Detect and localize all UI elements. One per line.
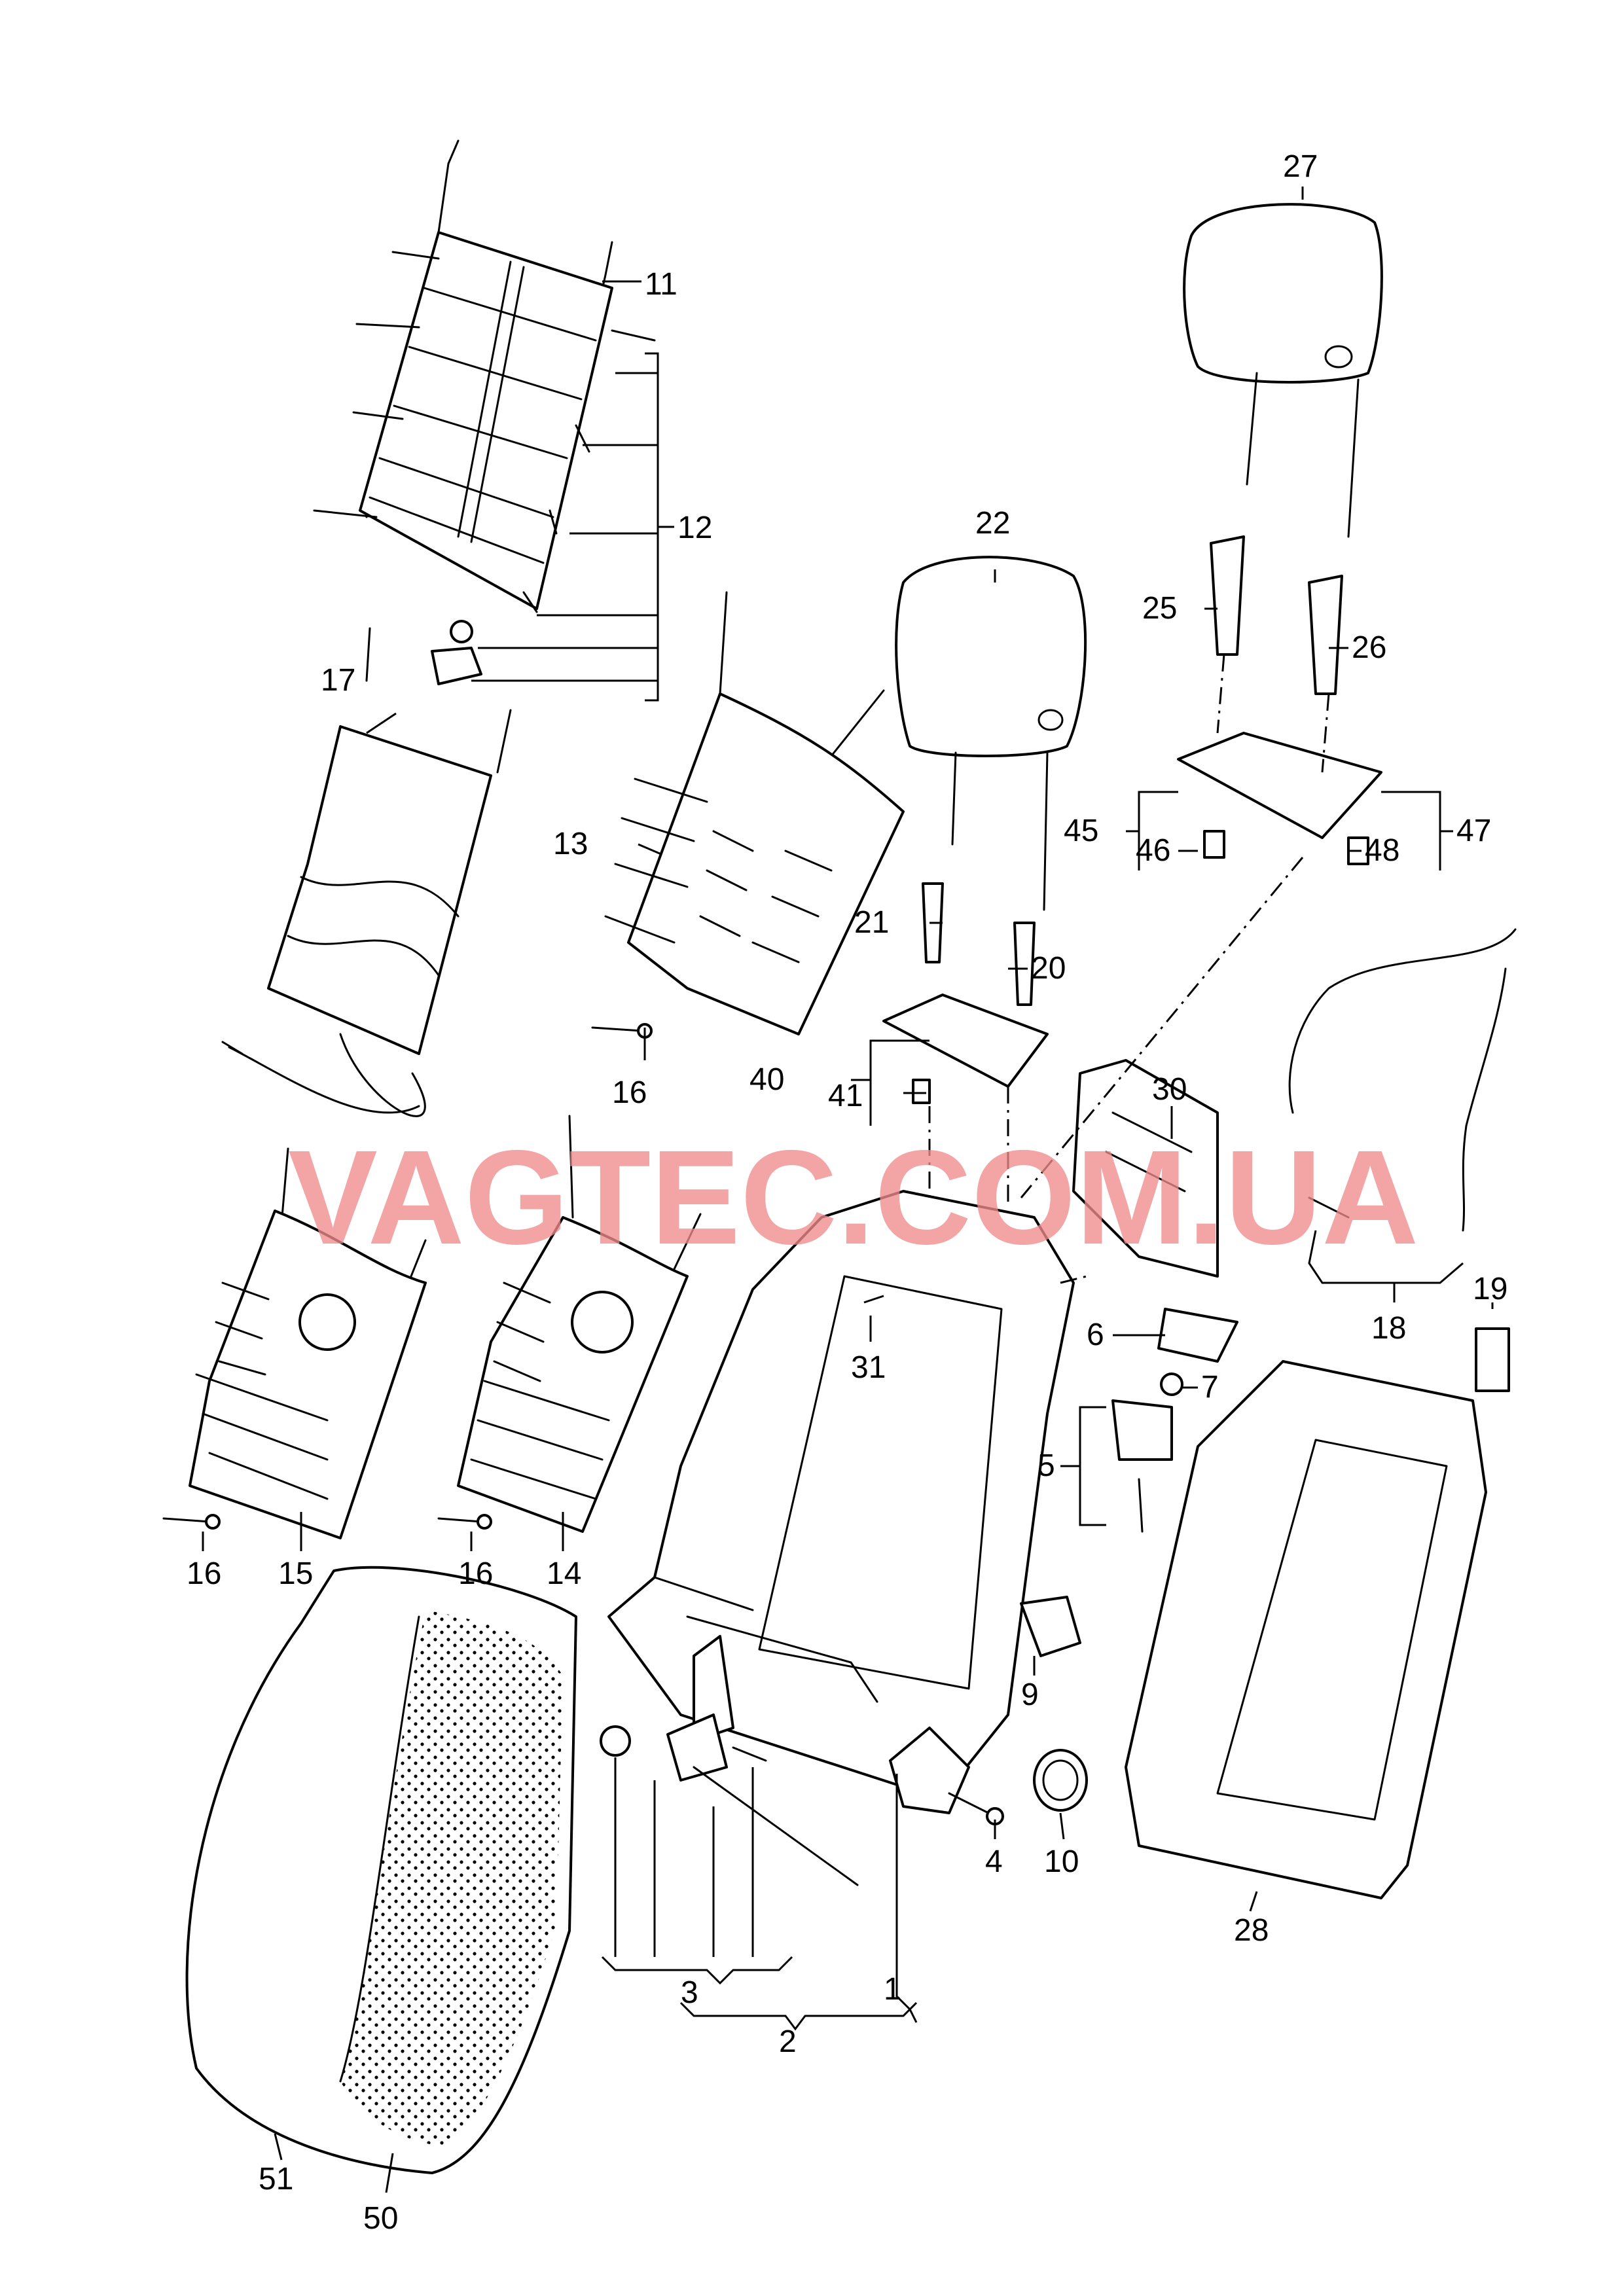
guide-carrier-45-47 <box>1177 732 1382 865</box>
leader-lines <box>202 187 1494 2193</box>
callout-30: 30 <box>1152 1072 1187 1107</box>
connector-19 <box>1475 1327 1510 1392</box>
callout-40: 40 <box>749 1062 784 1097</box>
padding-fingers <box>604 778 833 963</box>
trim-6 <box>1157 1308 1238 1363</box>
lumbar-bladder <box>221 627 512 1117</box>
switch-5 <box>1111 1399 1173 1533</box>
callout-45: 45 <box>1064 814 1098 848</box>
callout-1: 1 <box>884 1972 901 2007</box>
callout-46: 46 <box>1136 833 1170 868</box>
callout-labels: 11 12 17 13 16 22 21 20 40 41 27 25 26 4… <box>187 149 1507 2236</box>
callout-25: 25 <box>1142 591 1177 626</box>
callout-18: 18 <box>1371 1311 1406 1346</box>
callout-9: 9 <box>1021 1677 1039 1712</box>
callout-41: 41 <box>828 1079 863 1113</box>
callout-20: 20 <box>1031 951 1066 986</box>
callout-3: 3 <box>681 1975 698 2010</box>
callout-51: 51 <box>259 2162 293 2197</box>
connection-lines <box>928 654 1330 1284</box>
callout-16c: 16 <box>458 1556 493 1591</box>
backrest-padding-frame <box>604 591 905 1035</box>
adjuster-unit-9 <box>1020 1596 1081 1657</box>
callout-2: 2 <box>779 2024 797 2059</box>
screw-7 <box>1160 1372 1183 1396</box>
lumbar-support-assembly-14 <box>457 1115 702 1533</box>
lumbar-wire-mat <box>313 139 656 613</box>
cable-harness-18 <box>1288 928 1517 1232</box>
callout-31: 31 <box>851 1350 886 1385</box>
callout-15: 15 <box>278 1556 313 1591</box>
handwheel-10 <box>1033 1749 1088 1812</box>
callout-19: 19 <box>1473 1272 1507 1306</box>
seat-back-frame <box>607 1190 1075 1814</box>
callout-6: 6 <box>1087 1318 1104 1352</box>
recliner-motor <box>600 1635 859 1886</box>
callout-47: 47 <box>1456 814 1491 848</box>
callout-16a: 16 <box>612 1075 647 1110</box>
callout-28: 28 <box>1234 1913 1269 1948</box>
callout-4: 4 <box>985 1844 1003 1879</box>
callout-7: 7 <box>1201 1370 1219 1405</box>
callout-27: 27 <box>1283 149 1318 184</box>
callout-26: 26 <box>1352 630 1386 665</box>
headrest-27 <box>1183 203 1383 538</box>
callout-11: 11 <box>645 267 677 302</box>
callout-5: 5 <box>1038 1448 1055 1483</box>
callout-21: 21 <box>854 905 889 940</box>
lumbar-support-assembly-15 <box>189 1147 427 1539</box>
callout-50: 50 <box>363 2201 398 2236</box>
backrest-cover-51 <box>185 1566 577 2174</box>
mat-springs <box>313 251 656 613</box>
headrest-22 <box>895 556 1087 911</box>
guides-25-26 <box>1210 535 1343 695</box>
bolt-4 <box>948 1792 1004 1825</box>
callout-13: 13 <box>553 827 588 861</box>
bracket-30 <box>1072 1059 1219 1278</box>
guide-carrier-40 <box>882 994 1049 1104</box>
callout-12: 12 <box>677 511 712 545</box>
lumbar-clips <box>431 620 482 685</box>
callout-16b: 16 <box>187 1556 221 1591</box>
callout-22: 22 <box>975 506 1010 541</box>
watermark: VAGTEC.COM.UA <box>288 1122 1418 1272</box>
callout-10: 10 <box>1044 1844 1079 1879</box>
callout-14: 14 <box>547 1556 581 1591</box>
guides-20-21 <box>922 882 1036 1006</box>
callout-48: 48 <box>1365 833 1399 868</box>
rear-panel-28 <box>1125 1360 1487 1899</box>
callout-17: 17 <box>321 663 355 698</box>
